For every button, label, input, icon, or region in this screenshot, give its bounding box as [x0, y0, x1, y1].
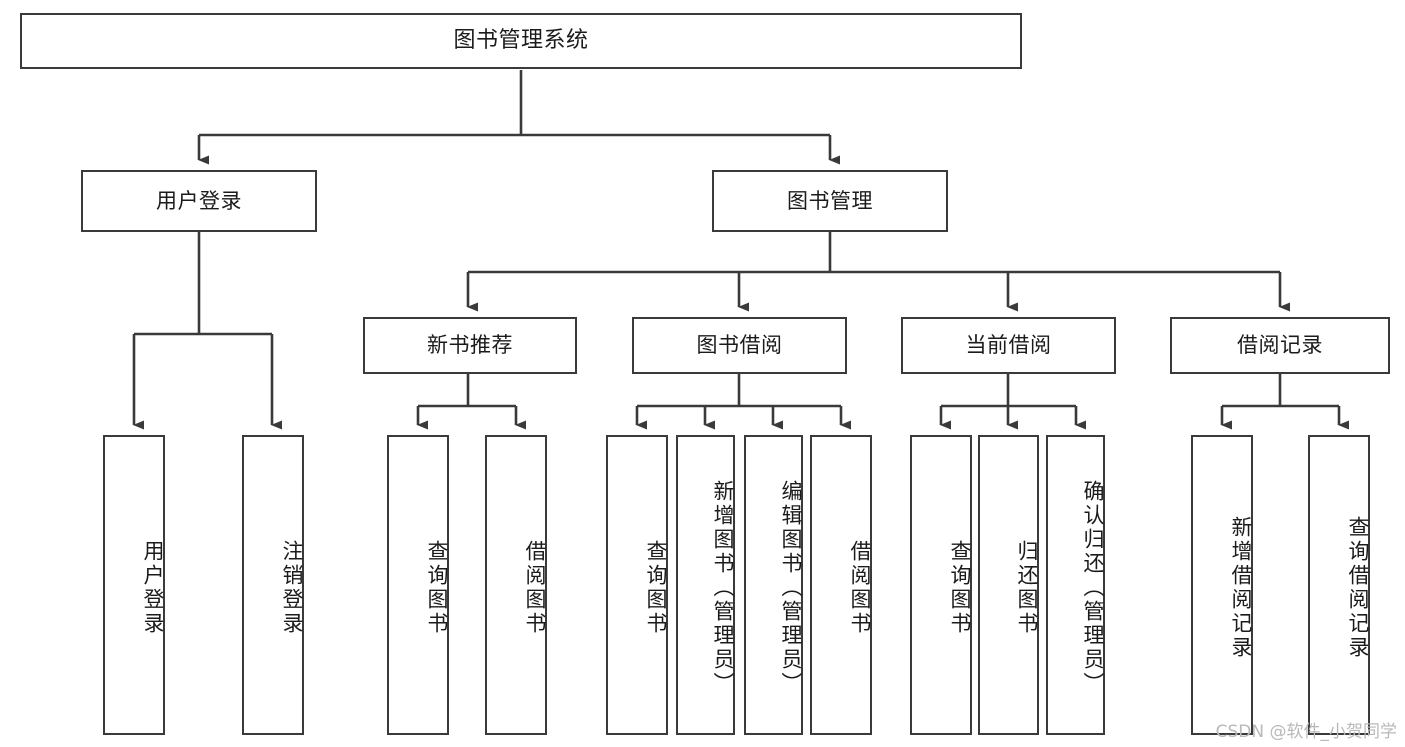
- leaf-label: 注销登录: [280, 540, 304, 636]
- leaf-record-add[interactable]: 新增借阅记录: [1191, 435, 1253, 735]
- leaf-label: 查询图书: [425, 540, 449, 636]
- watermark-text: CSDN @软件_小贺同学: [1215, 722, 1397, 742]
- node-new-book-recommend[interactable]: 新书推荐: [363, 317, 577, 374]
- leaf-label: 借阅图书: [523, 540, 547, 636]
- leaf-new-book-borrow[interactable]: 借阅图书: [485, 435, 547, 735]
- node-root-system[interactable]: 图书管理系统: [20, 13, 1022, 69]
- node-book-borrow[interactable]: 图书借阅: [632, 317, 847, 374]
- leaf-label: 查询图书: [948, 540, 972, 636]
- leaf-label: 用户登录: [141, 540, 165, 636]
- leaf-borrow-query-book[interactable]: 查询图书: [606, 435, 668, 735]
- leaf-label: 查询图书: [644, 540, 668, 636]
- leaf-current-confirm-return-admin[interactable]: 确认归还（管理员）: [1046, 435, 1105, 735]
- leaf-borrow-add-book-admin[interactable]: 新增图书（管理员）: [676, 435, 735, 735]
- leaf-borrow-edit-book-admin[interactable]: 编辑图书（管理员）: [744, 435, 803, 735]
- node-book-management[interactable]: 图书管理: [712, 170, 948, 232]
- node-user-login[interactable]: 用户登录: [81, 170, 317, 232]
- leaf-user-login-logout[interactable]: 注销登录: [242, 435, 304, 735]
- leaf-current-query-book[interactable]: 查询图书: [910, 435, 972, 735]
- leaf-label: 查询借阅记录: [1346, 516, 1370, 660]
- leaf-label: 新增图书（管理员）: [711, 480, 735, 696]
- leaf-new-book-query[interactable]: 查询图书: [387, 435, 449, 735]
- leaf-label: 确认归还（管理员）: [1081, 480, 1105, 696]
- leaf-label: 归还图书: [1015, 540, 1039, 636]
- leaf-label: 借阅图书: [848, 540, 872, 636]
- leaf-label: 新增借阅记录: [1229, 516, 1253, 660]
- leaf-record-query[interactable]: 查询借阅记录: [1308, 435, 1370, 735]
- node-current-borrow[interactable]: 当前借阅: [901, 317, 1116, 374]
- leaf-borrow-borrow-book[interactable]: 借阅图书: [810, 435, 872, 735]
- leaf-label: 编辑图书（管理员）: [779, 480, 803, 696]
- node-borrow-record[interactable]: 借阅记录: [1170, 317, 1390, 374]
- leaf-current-return-book[interactable]: 归还图书: [978, 435, 1039, 735]
- leaf-user-login-signin[interactable]: 用户登录: [103, 435, 165, 735]
